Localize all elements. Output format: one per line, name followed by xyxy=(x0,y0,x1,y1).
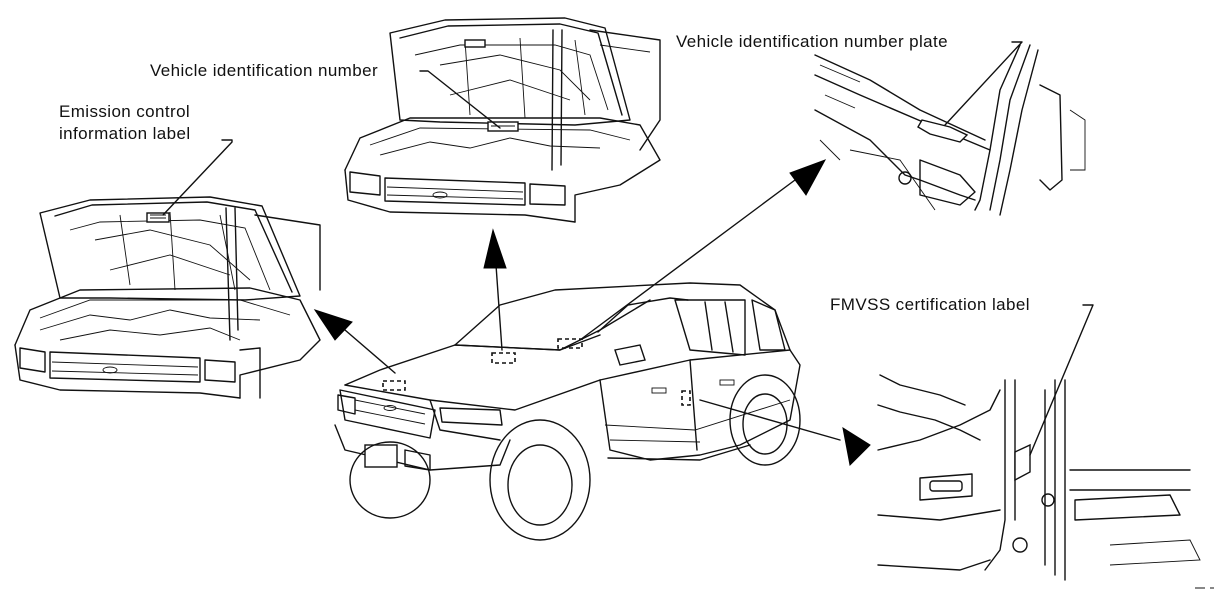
windshield-corner-illustration xyxy=(814,44,1086,216)
arrow-to-windshield xyxy=(579,159,827,341)
leader-line-vin-plate xyxy=(944,41,1023,126)
arrow-to-engine-bay-left xyxy=(313,309,396,374)
label-fmvss-certification: FMVSS certification label xyxy=(830,295,1030,314)
leader-line-fmvss xyxy=(1029,304,1094,456)
label-vehicle-identification-number-plate: Vehicle identification number plate xyxy=(676,32,948,51)
label-emission-control-information: Emission control information label xyxy=(59,101,191,145)
arrow-to-engine-bay-center xyxy=(483,228,507,351)
label-vehicle-identification-number: Vehicle identification number xyxy=(150,61,379,80)
label-emission-line-1: Emission control xyxy=(59,102,191,121)
leader-line-emission xyxy=(162,139,233,216)
suv-illustration xyxy=(334,282,801,541)
engine-bay-left-illustration xyxy=(14,196,321,399)
door-jamb-illustration xyxy=(877,374,1201,581)
arrow-to-door-jamb xyxy=(699,399,871,467)
engine-bay-center-illustration xyxy=(344,17,661,223)
leader-line-vin xyxy=(419,70,501,129)
label-emission-line-2: information label xyxy=(59,124,191,143)
